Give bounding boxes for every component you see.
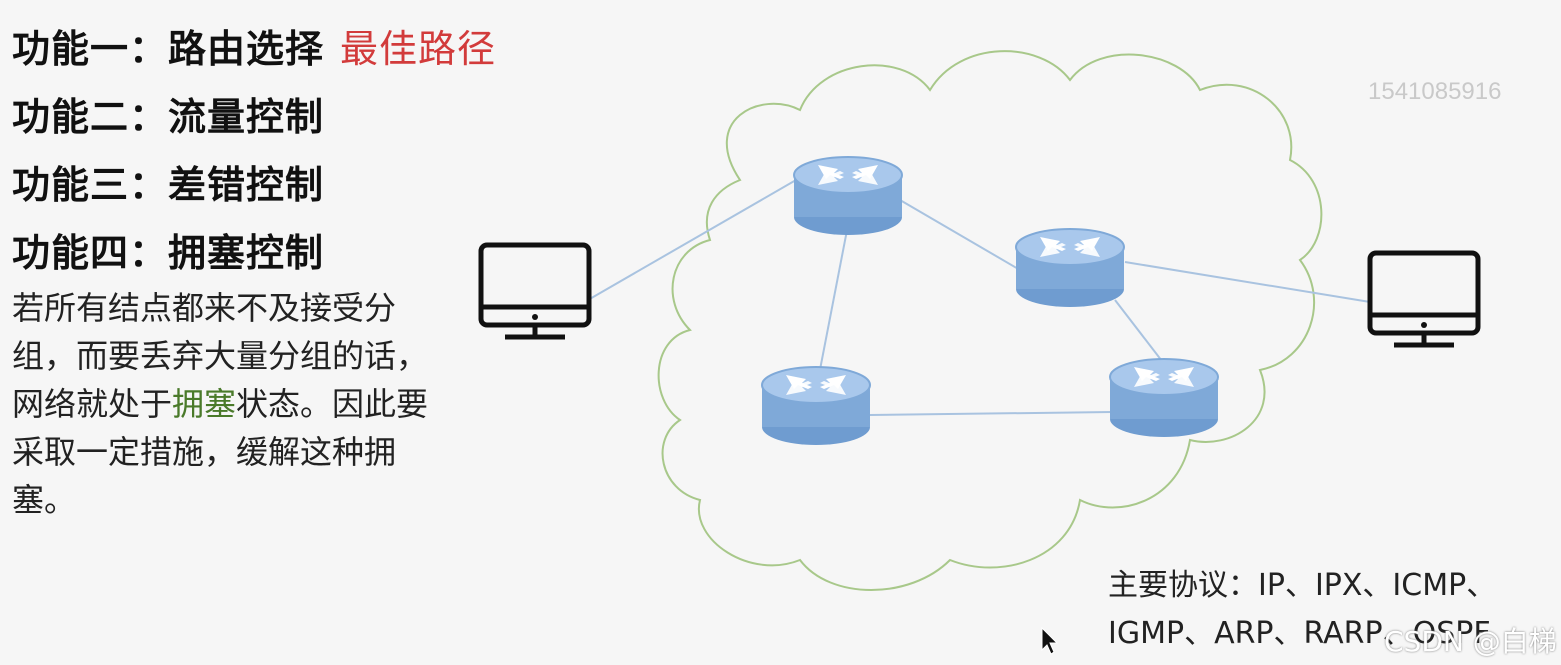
function-3: 功能三：差错控制 bbox=[12, 154, 324, 209]
watermark: 1541085916 bbox=[1368, 78, 1502, 105]
paragraph-after: 状态。因此要采取一定措施，缓解这种拥塞。 bbox=[12, 385, 429, 519]
paragraph-highlight: 拥塞 bbox=[172, 385, 237, 423]
network-cloud bbox=[657, 50, 1323, 591]
function-1: 功能一：路由选择最佳路径 bbox=[12, 18, 496, 73]
protocol-line-1: 主要协议：IP、IPX、ICMP、 bbox=[1108, 568, 1497, 603]
network-links bbox=[587, 179, 1371, 416]
cursor-icon bbox=[1041, 626, 1059, 655]
function-1-label: 功能一：路由选择 bbox=[12, 27, 325, 71]
function-4-label: 功能四：拥塞控制 bbox=[12, 231, 325, 275]
function-1-note: 最佳路径 bbox=[340, 27, 497, 71]
router-icon bbox=[761, 366, 871, 446]
computer-icon bbox=[481, 245, 589, 337]
function-3-label: 功能三：差错控制 bbox=[12, 163, 325, 207]
paragraph-before: 若所有结点都来不及接受分组，而要丢弃大量分组的话，网络就处于 bbox=[12, 289, 429, 423]
router-icon bbox=[793, 156, 903, 236]
protocol-line-2: IGMP、ARP、RARP、OSPF bbox=[1108, 616, 1491, 651]
computer-icon bbox=[1370, 253, 1478, 345]
csdn-credit: CSDN @白梯 bbox=[1384, 625, 1557, 658]
function-4: 功能四：拥塞控制 bbox=[12, 222, 324, 277]
congestion-paragraph: 若所有结点都来不及接受分组，而要丢弃大量分组的话，网络就处于拥塞状态。因此要采取… bbox=[12, 284, 452, 524]
function-2-label: 功能二：流量控制 bbox=[12, 95, 325, 139]
function-2: 功能二：流量控制 bbox=[12, 86, 324, 141]
router-icon bbox=[1109, 358, 1219, 438]
protocol-list: 主要协议：IP、IPX、ICMP、 IGMP、ARP、RARP、OSPF bbox=[1108, 562, 1496, 658]
router-icon bbox=[1015, 228, 1125, 308]
